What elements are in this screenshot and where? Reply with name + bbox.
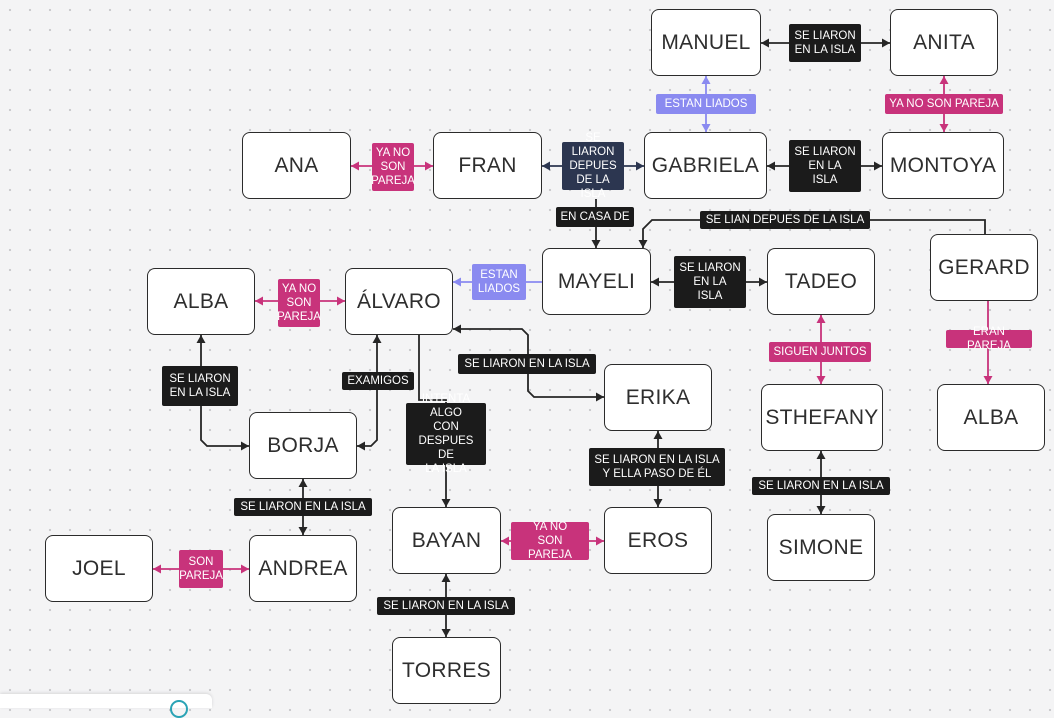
node-anita[interactable]: ANITA [890, 9, 998, 76]
node-manuel[interactable]: MANUEL [651, 9, 761, 76]
node-eros[interactable]: EROS [604, 507, 712, 574]
arrow-head-icon [241, 564, 249, 574]
node-ana[interactable]: ANA [242, 132, 351, 199]
arrow-head-icon [874, 161, 882, 171]
edge-label-ana-fran[interactable]: YA NO SON PAREJA [371, 143, 415, 191]
arrow-head-icon [298, 479, 308, 487]
edge-label-alvaro-borja[interactable]: EXAMIGOS [342, 372, 414, 390]
edge-label-gabriela-montoya[interactable]: SE LIARON EN LA ISLA [789, 140, 861, 192]
edge-label-alba-alvaro[interactable]: YA NO SON PAREJA [277, 279, 321, 327]
arrow-head-icon [701, 76, 711, 84]
arrow-head-icon [638, 240, 648, 248]
edge-label-manuel-gabriela[interactable]: ESTAN LIADOS [656, 94, 756, 114]
circle-icon [170, 700, 188, 718]
node-sthefany[interactable]: STHEFANY [761, 384, 883, 451]
arrow-head-icon [196, 335, 206, 343]
arrow-head-icon [441, 629, 451, 637]
arrow-head-icon [241, 441, 249, 451]
node-montoya[interactable]: MONTOYA [882, 132, 1004, 199]
node-tadeo[interactable]: TADEO [767, 248, 875, 315]
edge-label-bayan-torres[interactable]: SE LIARON EN LA ISLA [377, 597, 515, 615]
node-gerard[interactable]: GERARD [930, 234, 1038, 301]
connector-gerard-mayeli[interactable] [642, 219, 986, 248]
edge-label-tadeo-sthefany[interactable]: SIGUEN JUNTOS [769, 342, 871, 362]
node-alba1[interactable]: ALBA [147, 268, 255, 335]
node-erika[interactable]: ERIKA [604, 364, 712, 431]
edge-label-gerard-mayeli[interactable]: SE LIAN DEPUES DE LA ISLA [700, 211, 870, 229]
edge-label-erika-eros[interactable]: SE LIARON EN LA ISLA Y ELLA PASO DE ÉL [589, 448, 725, 486]
arrow-head-icon [153, 564, 161, 574]
arrow-head-icon [596, 536, 604, 546]
edge-label-fran-gabriela[interactable]: SE LIARON DEPUES DE LA ISLA [562, 132, 624, 200]
arrow-head-icon [651, 277, 659, 287]
edge-label-alvaro-bayan[interactable]: INTENTA ALGO CON DESPUES DE LA ISLA [406, 393, 486, 475]
node-gabriela[interactable]: GABRIELA [644, 132, 767, 199]
arrow-head-icon [372, 335, 382, 343]
arrow-head-icon [767, 161, 775, 171]
edge-label-mayeli-tadeo[interactable]: SE LIARON EN LA ISLA [674, 256, 746, 308]
node-fran[interactable]: FRAN [433, 132, 542, 199]
node-torres[interactable]: TORRES [392, 637, 501, 704]
node-alvaro[interactable]: ÁLVARO [345, 268, 453, 335]
edge-label-sthefany-simone[interactable]: SE LIARON EN LA ISLA [752, 477, 890, 495]
edge-label-gerard-alba2[interactable]: ERAN PAREJA [946, 326, 1032, 352]
arrow-head-icon [542, 161, 550, 171]
arrow-head-icon [983, 376, 993, 384]
edge-label-alvaro-mayeli[interactable]: ESTAN LIADOS [472, 264, 526, 300]
arrow-head-icon [351, 161, 359, 171]
arrow-head-icon [441, 574, 451, 582]
node-joel[interactable]: JOEL [45, 535, 153, 602]
arrow-head-icon [701, 124, 711, 132]
arrow-head-icon [453, 324, 461, 334]
arrow-head-icon [653, 431, 663, 439]
edge-label-fran-mayeli[interactable]: EN CASA DE [556, 207, 634, 227]
edge-label-joel-andrea[interactable]: SON PAREJA [179, 550, 223, 588]
arrow-head-icon [255, 296, 263, 306]
arrow-head-icon [357, 441, 365, 451]
arrow-head-icon [425, 161, 433, 171]
arrow-head-icon [337, 296, 345, 306]
zoom-widget[interactable] [0, 694, 212, 718]
arrow-head-icon [882, 38, 890, 48]
arrow-head-icon [653, 499, 663, 507]
arrow-head-icon [816, 376, 826, 384]
node-borja[interactable]: BORJA [249, 412, 357, 479]
arrow-head-icon [441, 499, 451, 507]
node-simone[interactable]: SIMONE [767, 514, 875, 581]
arrow-head-icon [298, 527, 308, 535]
arrow-head-icon [453, 277, 461, 287]
arrow-head-icon [596, 392, 604, 402]
edge-label-manuel-anita[interactable]: SE LIARON EN LA ISLA [789, 24, 861, 62]
arrow-head-icon [816, 315, 826, 323]
node-alba2[interactable]: ALBA [937, 384, 1045, 451]
arrow-head-icon [636, 161, 644, 171]
connector-alvaro-borja[interactable] [357, 335, 378, 447]
node-mayeli[interactable]: MAYELI [542, 248, 651, 315]
node-bayan[interactable]: BAYAN [392, 507, 501, 574]
arrow-head-icon [816, 451, 826, 459]
arrow-head-icon [501, 536, 509, 546]
arrow-head-icon [759, 277, 767, 287]
node-andrea[interactable]: ANDREA [249, 535, 357, 602]
edge-label-alvaro-erika[interactable]: SE LIARON EN LA ISLA [458, 354, 596, 374]
edge-label-anita-montoya[interactable]: YA NO SON PAREJA [885, 94, 1003, 114]
edge-label-borja-andrea[interactable]: SE LIARON EN LA ISLA [234, 498, 372, 516]
edge-label-alba-borja[interactable]: SE LIARON EN LA ISLA [162, 366, 238, 406]
arrow-head-icon [939, 124, 949, 132]
arrow-head-icon [591, 240, 601, 248]
edge-label-bayan-eros[interactable]: YA NO SON PAREJA [511, 521, 589, 561]
arrow-head-icon [761, 38, 769, 48]
arrow-head-icon [816, 506, 826, 514]
arrow-head-icon [939, 76, 949, 84]
